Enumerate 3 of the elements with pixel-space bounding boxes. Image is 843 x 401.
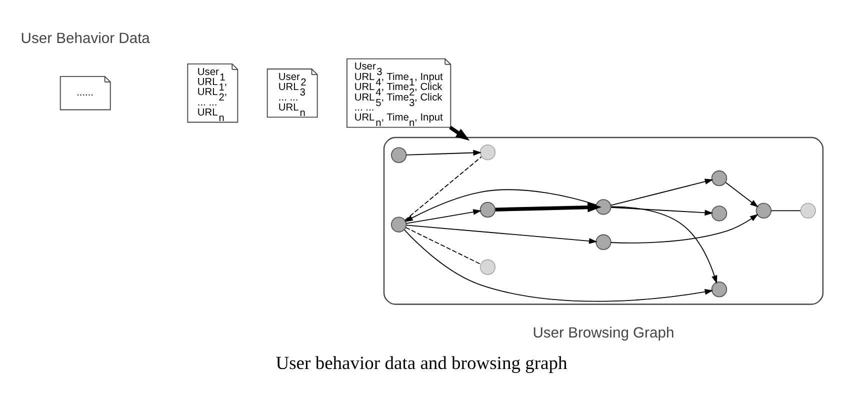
caption: User behavior data and browsing graph <box>276 353 568 374</box>
label: User Browsing Graph <box>532 325 674 342</box>
label: User Behavior Data <box>20 30 150 47</box>
